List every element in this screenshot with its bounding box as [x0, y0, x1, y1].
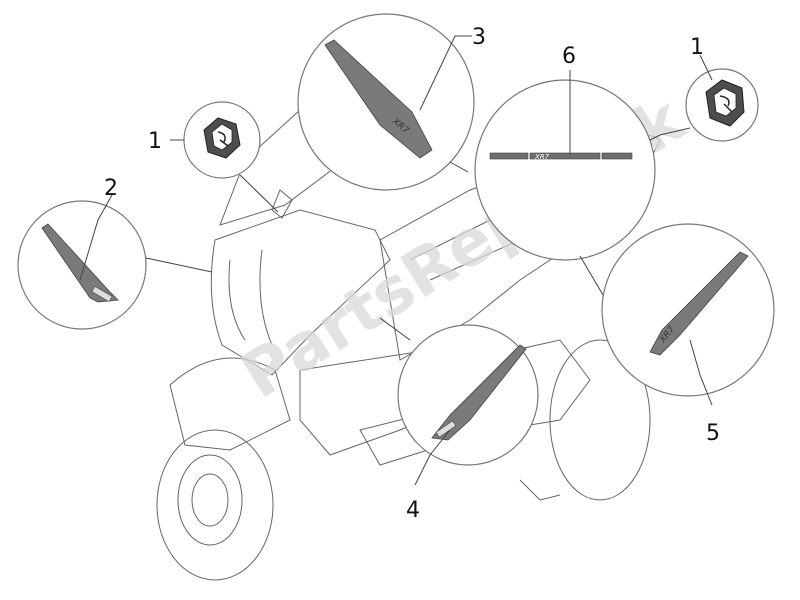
rear-wheel	[549, 339, 651, 501]
leader-1-right	[699, 54, 713, 81]
leader-5	[689, 339, 713, 406]
callout-circle-6: XR7	[474, 79, 656, 261]
decal-part-3	[324, 39, 433, 159]
leader-2	[79, 194, 113, 281]
leader-2b	[145, 257, 213, 273]
callout-number-4: 4	[406, 498, 420, 523]
front-fender	[169, 357, 291, 451]
decal-part-5	[649, 251, 749, 356]
decal-text-6: XR7	[534, 153, 550, 161]
callout-number-1-left: 1	[148, 129, 162, 154]
callout-circle-4	[397, 324, 539, 466]
decal-part-2	[41, 223, 119, 303]
front-rim	[177, 454, 243, 546]
callout-circle-1-left	[183, 101, 261, 179]
callout-circle-5: XR7	[601, 223, 775, 397]
callout-number-2: 2	[104, 176, 118, 201]
front-fairing	[210, 209, 391, 376]
leader-3b	[449, 161, 469, 173]
leader-1-left-b	[239, 174, 279, 213]
leader-4b	[379, 317, 411, 341]
leader-5b	[579, 255, 604, 296]
callout-circle-2	[17, 200, 147, 330]
callout-number-1-right: 1	[690, 35, 704, 60]
leader-4	[414, 429, 451, 486]
leader-1-right-b	[649, 127, 691, 141]
front-wheel	[156, 429, 274, 581]
callout-number-5: 5	[706, 421, 720, 446]
decal-strip-6: XR7	[489, 152, 633, 161]
callout-number-3: 3	[472, 25, 486, 50]
callout-circle-1-right	[685, 68, 759, 142]
callout-number-6: 6	[562, 44, 576, 69]
callout-circle-3: XR7	[297, 13, 475, 191]
leader-3	[419, 35, 472, 111]
mirror	[271, 189, 293, 219]
decal-part-4	[431, 344, 527, 441]
